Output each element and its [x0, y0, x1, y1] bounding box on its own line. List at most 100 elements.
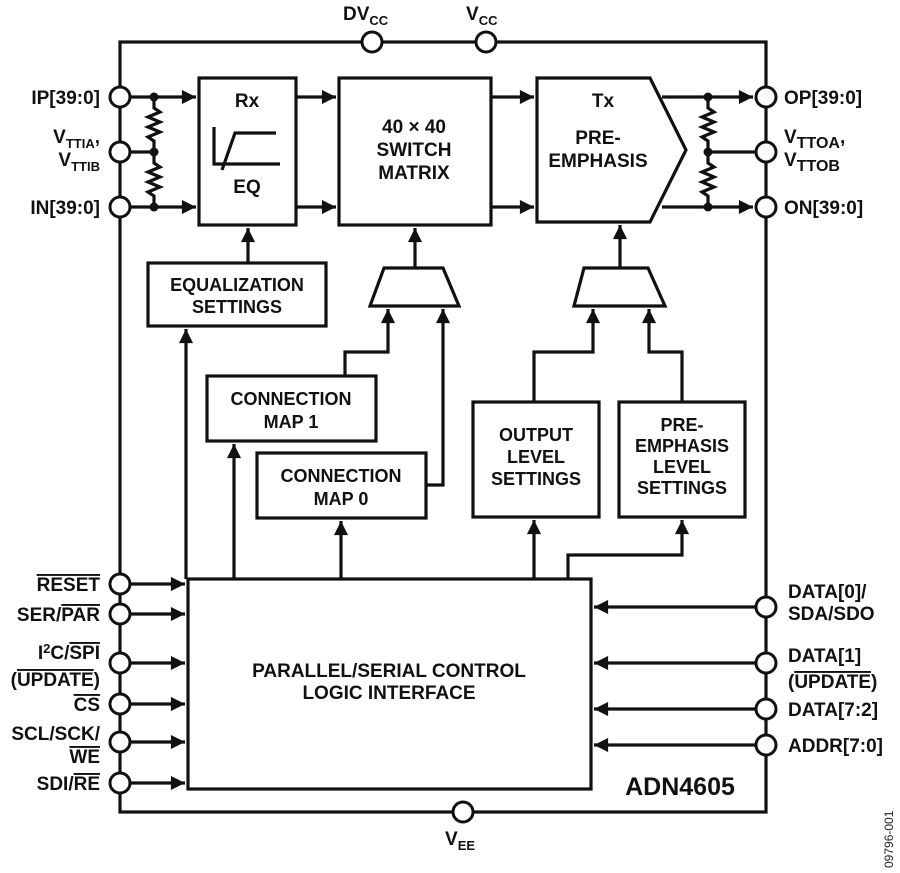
connection-map-mux-icon — [367, 266, 462, 308]
output-mux-icon — [571, 266, 668, 308]
junction-dot — [149, 92, 159, 102]
eq-label: EQ — [233, 177, 260, 198]
pin-data0-circle — [754, 595, 778, 619]
preemphasis-level-settings-block — [617, 400, 747, 519]
pin-sda-sdo-label: SDA/SDO — [788, 604, 875, 625]
pin-vtto-b-label: VTTOB — [784, 150, 840, 175]
preemphasis-level-line-4: SETTINGS — [637, 478, 727, 498]
pin-ser-par-label: SER/PAR — [17, 605, 100, 626]
preemphasis-level-line-2: EMPHASIS — [635, 436, 729, 456]
pin-dvcc-label: DV — [343, 4, 370, 25]
pin-cs-circle — [108, 692, 132, 716]
pin-op-circle — [754, 85, 778, 109]
svg-text:DVCC: DVCC — [343, 4, 389, 28]
wire-map0-to-mux — [426, 309, 451, 487]
pin-vtti-circle — [108, 140, 132, 164]
preemphasis-level-line-3: LEVEL — [653, 457, 711, 477]
pin-dvcc-circle — [360, 30, 384, 54]
pin-dvcc-subscript: CC — [369, 13, 388, 28]
equalization-settings-block — [146, 261, 328, 328]
control-logic-block — [186, 577, 593, 791]
pin-scl-circle — [108, 730, 132, 754]
pin-on-circle — [754, 195, 778, 219]
pin-ser-par-circle — [108, 602, 132, 626]
connection-map-1-line-2: MAP 1 — [264, 412, 319, 432]
pin-i2c-spi-circle — [108, 651, 132, 675]
connection-map-1-block — [205, 374, 378, 443]
connection-map-1-line-1: CONNECTION — [231, 389, 352, 409]
junction-dot — [703, 202, 713, 212]
pin-data72-label: DATA[7:2] — [788, 700, 878, 721]
tx-preemphasis-line-2: EMPHASIS — [548, 151, 647, 172]
junction-dot — [703, 92, 713, 102]
pin-sdi-re-label: SDI/RE — [37, 774, 100, 795]
wire-preemphasis-level-to-mux — [641, 309, 684, 402]
control-logic-line-1: PARALLEL/SERIAL CONTROL — [252, 661, 526, 682]
pin-on-label: ON[39:0] — [784, 198, 863, 219]
junction-dot — [703, 147, 713, 157]
rx-label: Rx — [235, 91, 260, 112]
pin-vtto-a-label: VTTOA, — [784, 127, 845, 152]
svg-text:VEE: VEE — [445, 829, 475, 853]
pin-addr-label: ADDR[7:0] — [788, 736, 883, 757]
pin-in-label: IN[39:0] — [30, 198, 100, 219]
pin-dvcc: DVCC — [343, 4, 389, 54]
input-termination-resistor-top-icon — [143, 97, 165, 152]
pin-op-label: OP[39:0] — [784, 88, 862, 109]
chip-boundary — [118, 40, 768, 814]
pin-reset-label: RESET — [37, 575, 101, 596]
connection-map-0-line-1: CONNECTION — [281, 466, 402, 486]
tx-preemphasis-block — [535, 76, 688, 224]
pin-scl-sck-label: SCL/SCK/ — [11, 724, 100, 745]
connection-map-0-line-2: MAP 0 — [314, 489, 369, 509]
wire-output-level-to-mux — [532, 309, 601, 402]
pin-data1-circle — [754, 651, 778, 675]
wire-logic-to-preemphasis-level — [566, 520, 690, 579]
pin-vtti-a-label: VTTIA, — [53, 127, 100, 151]
pin-vcc-subscript: CC — [479, 13, 498, 28]
figure-id-label: 09796-001 — [882, 810, 896, 868]
pin-vee-circle — [451, 800, 475, 824]
pin-addr-circle — [754, 733, 778, 757]
left-control-pins: RESET SER/PAR I2C/SPI (UPDATE) CS SCL/SC… — [11, 572, 186, 795]
pin-cs-label: CS — [74, 695, 100, 716]
pin-we-label: WE — [69, 747, 100, 768]
pin-update-label: (UPDATE) — [11, 670, 100, 691]
pin-ip-label: IP[39:0] — [31, 88, 100, 109]
equalization-settings-line-2: SETTINGS — [192, 297, 282, 317]
connection-map-0-block — [255, 451, 428, 520]
part-number-label: ADN4605 — [625, 773, 735, 801]
tx-label: Tx — [592, 91, 615, 112]
control-logic-line-2: LOGIC INTERFACE — [302, 683, 475, 704]
output-level-line-1: OUTPUT — [499, 425, 573, 445]
pin-ip-circle — [108, 85, 132, 109]
svg-text:VCC: VCC — [466, 4, 498, 28]
pin-vee-label: V — [445, 829, 458, 850]
output-termination-resistor-bottom-icon — [697, 152, 719, 207]
output-level-line-2: LEVEL — [507, 447, 565, 467]
pin-in-circle — [108, 195, 132, 219]
tx-preemphasis-line-1: PRE- — [575, 128, 620, 149]
switch-matrix-block — [337, 76, 493, 227]
pin-vcc-label: V — [466, 4, 479, 25]
pin-vtto-circle — [754, 140, 778, 164]
pin-data1-update-label: (UPDATE) — [788, 672, 877, 693]
right-control-pins: DATA[0]/ SDA/SDO DATA[1] (UPDATE) DATA[7… — [594, 582, 883, 757]
eq-response-icon — [212, 127, 280, 171]
pin-vee: VEE — [445, 800, 475, 853]
pin-vee-subscript: EE — [458, 838, 476, 853]
pin-vtti-b-label: VTTIB — [58, 150, 100, 174]
junction-dot — [149, 202, 159, 212]
pin-vcc-circle — [474, 30, 498, 54]
pin-reset-circle — [108, 572, 132, 596]
pin-data1-label: DATA[1] — [788, 646, 861, 667]
junction-dot — [149, 147, 159, 157]
wire-map1-to-mux — [343, 309, 396, 376]
equalization-settings-line-1: EQUALIZATION — [170, 275, 304, 295]
switch-matrix-line-1: 40 × 40 — [382, 117, 446, 138]
pin-data72-circle — [754, 697, 778, 721]
preemphasis-level-line-1: PRE- — [660, 415, 703, 435]
pin-vcc: VCC — [466, 4, 498, 54]
pin-i2c-spi-label: I2C/SPI — [38, 641, 100, 664]
output-level-settings-block — [471, 400, 601, 519]
